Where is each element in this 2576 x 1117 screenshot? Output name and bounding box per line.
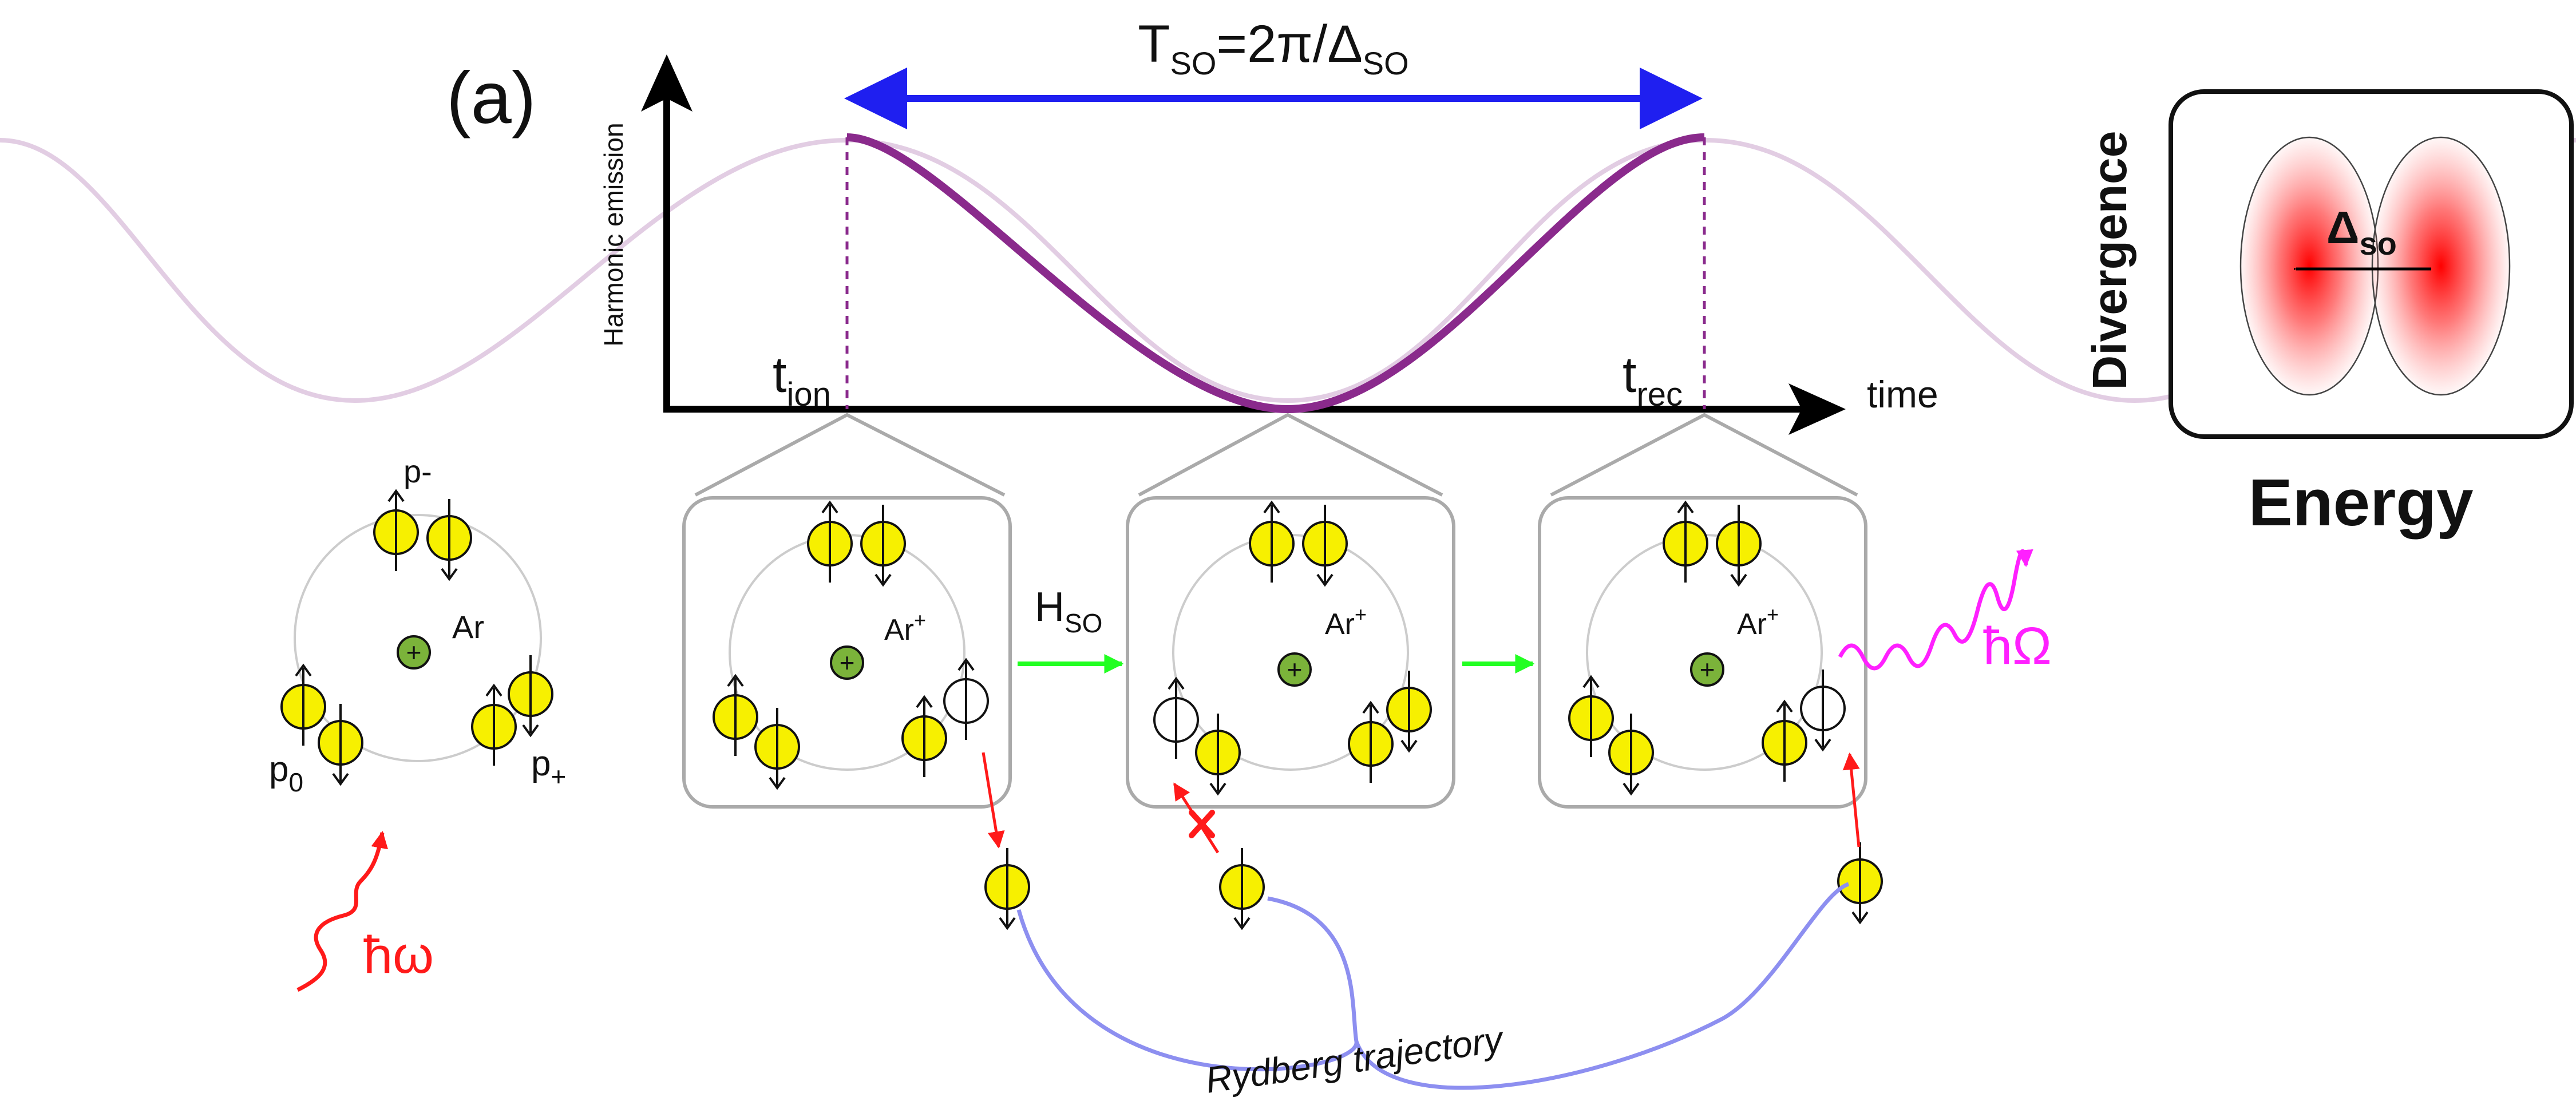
rydberg-trajectory [1016,882,1850,1090]
ion-box-frame [1538,496,1867,809]
blocked-cross [1189,810,1215,838]
neutral-nucleus-symbol: + [406,637,422,667]
hole [1153,676,1199,759]
spectrum-ylabel: Divergence [2083,131,2136,390]
ion-state-box-2: + Ar+ [1126,496,1455,809]
ion-box-frame [1126,496,1455,809]
ion-nucleus [1277,652,1312,687]
electron [280,663,326,746]
ion-nucleus-symbol: + [1287,655,1303,684]
electron [1716,505,1762,587]
panel-label: (a) [446,57,536,139]
ion-nucleus [830,645,864,680]
y-axis-arrowhead [641,54,693,112]
electron [807,500,853,583]
p-zero-label: p0 [269,750,303,797]
spectrum-xlabel: Energy [2248,465,2473,540]
ion-box-frame [682,496,1012,809]
period-arrow-left-head [844,68,907,129]
electron [1663,500,1708,583]
electron [1348,700,1394,783]
electron [754,708,800,790]
electron [1386,671,1432,753]
electron [1762,699,1807,782]
electron [1249,500,1295,583]
spectrum-blob-right [2371,136,2511,396]
outgoing-photon [1838,549,2033,671]
splitting-label: Δso [2326,202,2397,262]
electron [1195,714,1241,796]
ion-label: Ar+ [1325,603,1367,641]
neutral-orbit [294,514,542,762]
electrons-layer [280,489,1883,930]
y-axis-label: Harmonic emission [599,122,628,346]
hso-label: HSO [1035,584,1102,638]
electron [984,848,1030,930]
ion-label: Ar+ [884,608,926,647]
p-plus-label: p+ [531,744,566,791]
neutral-atom-label: Ar [452,609,484,645]
zoom-lines [694,413,1858,497]
period-label: TSO=2π/ΔSO [1138,15,1408,81]
electron [1608,714,1654,796]
recombination-arrow [1842,752,1861,847]
spectrum-blob-left [2239,136,2379,396]
x-axis-arrowhead [1788,383,1846,435]
t-ion-label: tion [773,346,831,413]
harmonic-emission-curve [846,133,1705,414]
ion-nucleus-symbol: + [1700,655,1715,684]
ion-nucleus-symbol: + [840,648,855,678]
ion-label: Ar+ [1737,603,1779,641]
neutral-nucleus [397,635,431,670]
electron [1837,842,1883,925]
electron [373,489,419,571]
electron [901,695,947,777]
electron [1302,505,1348,587]
p-minus-label: p- [403,453,432,489]
background-oscillation [0,137,2576,403]
outgoing-photon-label: ħΩ [1983,617,2052,675]
x-axis-label: time [1867,373,1938,415]
electron [426,499,472,581]
neutral-atom: + Ar p- p0 p+ [269,453,566,797]
hole [943,657,989,740]
electron [318,704,363,786]
period-arrow-right-head [1640,68,1703,129]
electron [1219,848,1265,930]
ionization-arrow [982,752,1005,849]
electron [860,505,906,587]
hole [1800,670,1846,752]
spectrum-panel: Δso [2169,89,2574,439]
incoming-photon [296,831,389,992]
incoming-photon-label: ħω [363,926,434,984]
ion-state-box-1: + Ar+ [682,496,1012,809]
electron [713,674,758,756]
electron [1568,675,1614,757]
electron [508,655,553,738]
ion-nucleus [1690,652,1724,687]
electron [471,683,517,766]
t-rec-label: trec [1623,346,1683,413]
